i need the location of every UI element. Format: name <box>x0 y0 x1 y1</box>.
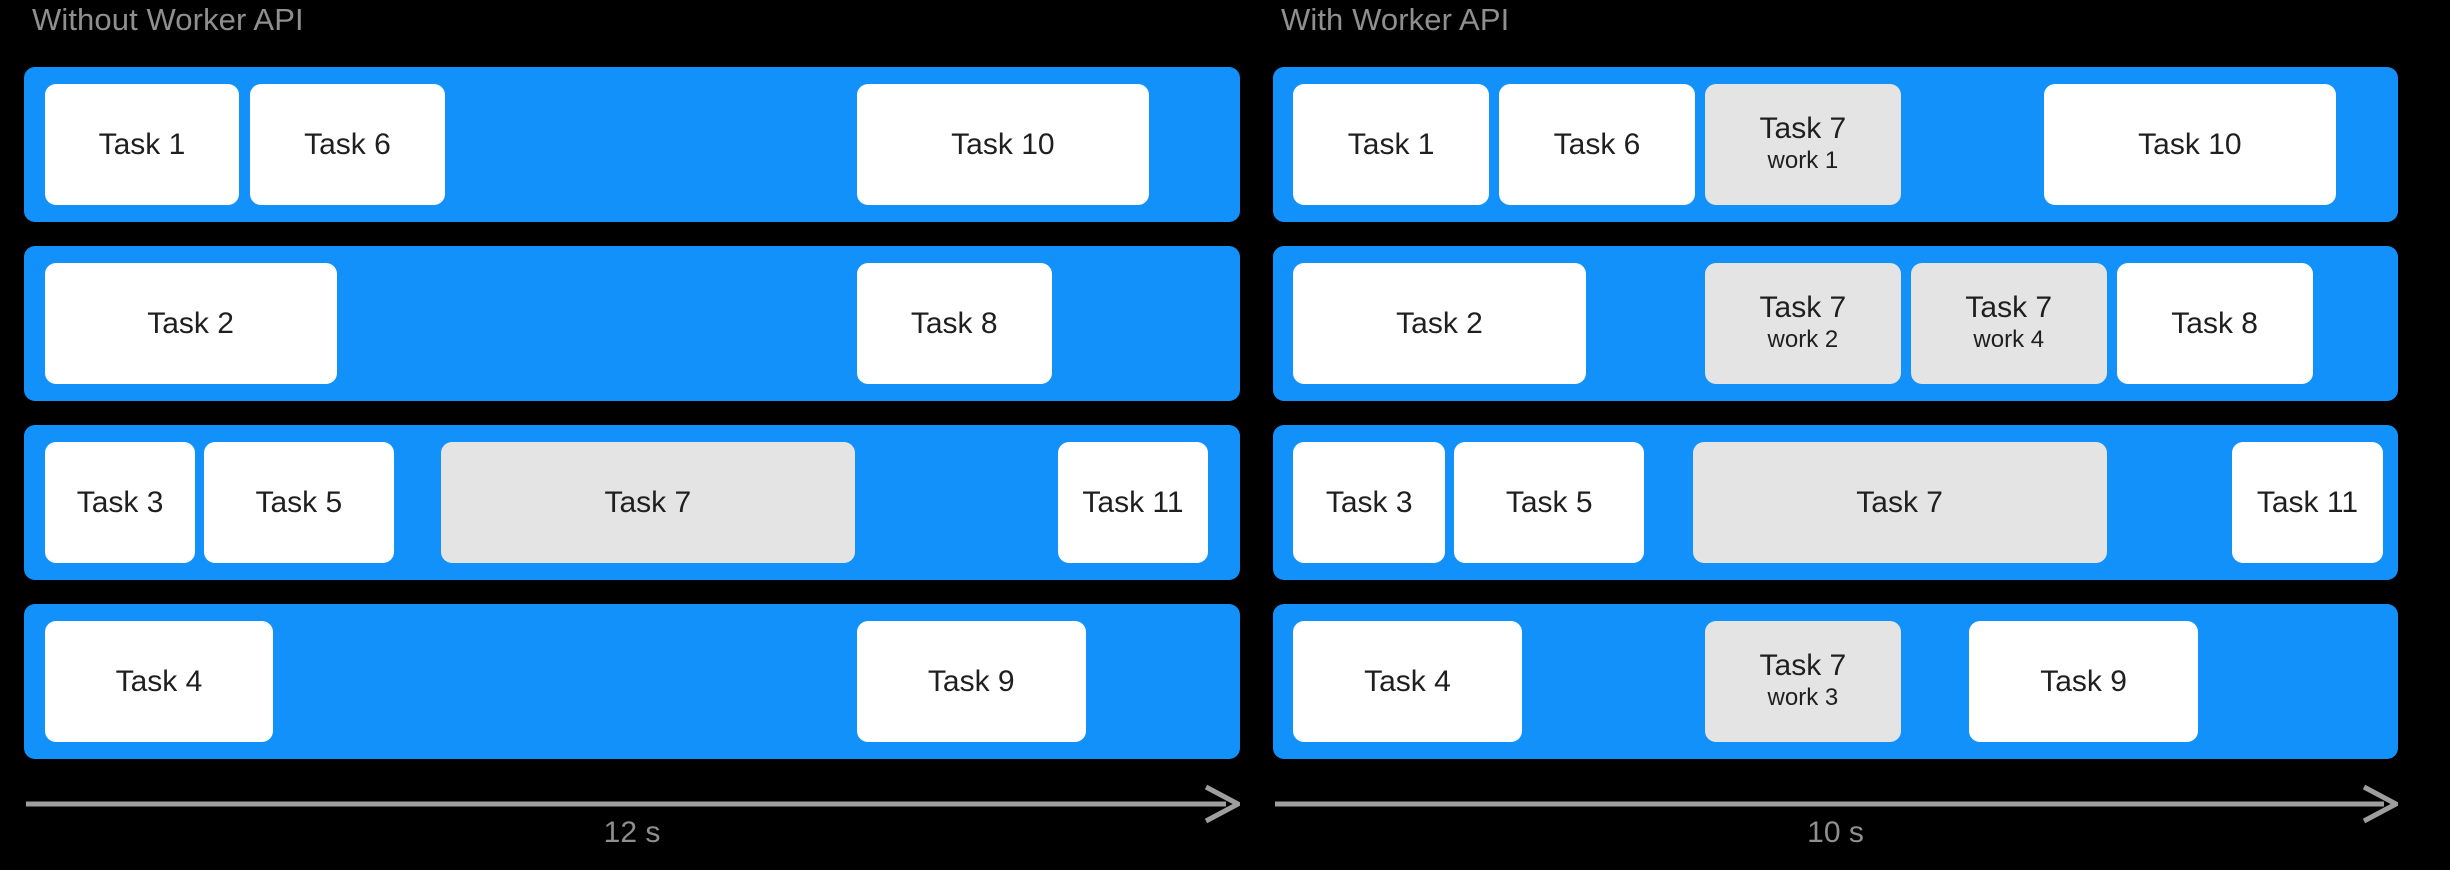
timeline-lane: Task 2 Task 8 <box>24 246 1240 401</box>
timeline-lane: Task 3 Task 5 Task 7 Task 11 <box>24 425 1240 580</box>
task-block[interactable]: Task 11 <box>1057 442 1209 563</box>
timeline-lane: Task 3 Task 5 Task 7 Task 11 <box>1273 425 2398 580</box>
task-block[interactable]: Task 11 <box>2231 442 2384 563</box>
task-label: Task 9 <box>927 664 1015 698</box>
task-label: Task 7 <box>604 485 692 519</box>
task-label: Task 11 <box>1082 485 1184 519</box>
task-block[interactable]: Task 9 <box>1969 621 2198 742</box>
total-time-label: 12 s <box>603 816 661 849</box>
task-label: Task 6 <box>304 127 391 161</box>
task-label: Task 8 <box>2171 306 2258 340</box>
task-block[interactable]: Task 7 <box>1692 442 2107 563</box>
timeline-lane: Task 1 Task 6 Task 10 <box>24 67 1240 222</box>
task-block[interactable]: Task 1 <box>44 84 240 205</box>
task-block[interactable]: Task 6 <box>250 84 445 205</box>
timeline-lane: Task 4 Task 9 <box>24 604 1240 759</box>
task-label: Task 2 <box>147 306 234 340</box>
task-label: Task 10 <box>951 127 1055 161</box>
task-label: Task 7 <box>1965 291 2053 325</box>
task-block[interactable]: Task 7 <box>441 442 855 563</box>
task-block[interactable]: Task 3 <box>1293 442 1446 563</box>
task-block[interactable]: Task 2 <box>44 263 337 384</box>
task-label: Task 9 <box>2040 664 2127 698</box>
task-label: Task 1 <box>98 127 186 161</box>
task-label: Task 7 <box>1759 649 1847 683</box>
task-label: Task 7 <box>1759 112 1847 146</box>
task-sublabel: work 1 <box>1767 146 1839 174</box>
task-label: Task 5 <box>255 485 343 519</box>
task-label: Task 3 <box>1325 485 1413 519</box>
time-axis-arrow-icon <box>1275 784 2398 824</box>
task-sublabel: work 3 <box>1767 683 1839 711</box>
panel-title: Without Worker API <box>32 2 304 37</box>
task-block[interactable]: Task 3 <box>44 442 196 563</box>
task-label: Task 5 <box>1505 485 1593 519</box>
task-label: Task 1 <box>1347 127 1435 161</box>
panel-title: With Worker API <box>1281 2 1510 37</box>
task-block[interactable]: Task 4 <box>44 621 274 742</box>
total-time-label: 10 s <box>1807 816 1864 849</box>
task-label: Task 4 <box>1364 664 1451 698</box>
task-label: Task 7 <box>1856 485 1943 519</box>
time-axis-arrow-icon <box>26 784 1240 824</box>
task-label: Task 6 <box>1553 127 1641 161</box>
time-axis: 12 s <box>24 784 1240 870</box>
task-block[interactable]: Task 2 <box>1293 263 1586 384</box>
task-block[interactable]: Task 8 <box>856 263 1052 384</box>
task-label: Task 3 <box>76 485 164 519</box>
task-label: Task 10 <box>2138 127 2242 161</box>
task-block[interactable]: Task 9 <box>856 621 1086 742</box>
task-block[interactable]: Task 6 <box>1499 84 1695 205</box>
task-block[interactable]: Task 1 <box>1293 84 1489 205</box>
task-sublabel: work 2 <box>1767 325 1839 353</box>
task-sublabel: work 4 <box>1973 325 2045 353</box>
task-block[interactable]: Task 5 <box>1454 442 1645 563</box>
task-block[interactable]: Task 10 <box>2043 84 2337 205</box>
task-block[interactable]: Task 4 <box>1293 621 1522 742</box>
task-label: Task 8 <box>910 306 998 340</box>
task-block[interactable]: Task 5 <box>203 442 394 563</box>
task-label: Task 4 <box>115 664 203 698</box>
task-label: Task 7 <box>1759 291 1847 325</box>
task-block[interactable]: Task 8 <box>2116 263 2313 384</box>
task-label: Task 11 <box>2256 485 2359 519</box>
time-axis: 10 s <box>1273 784 2398 870</box>
task-label: Task 2 <box>1396 306 1483 340</box>
task-block[interactable]: Task 10 <box>856 84 1149 205</box>
